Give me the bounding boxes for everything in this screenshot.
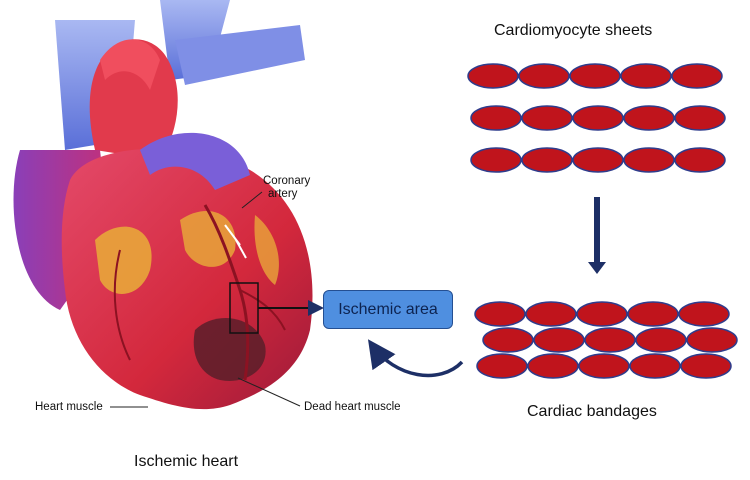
dead-heart-muscle-label: Dead heart muscle bbox=[304, 401, 401, 413]
bandage-cell bbox=[476, 353, 528, 379]
cardiac-bandages bbox=[474, 301, 738, 379]
sheet-cell bbox=[671, 63, 723, 89]
bandage-cell bbox=[686, 327, 738, 353]
heart-title: Ischemic heart bbox=[134, 453, 239, 470]
sheet-cell bbox=[569, 63, 621, 89]
sheets-to-bandages-head bbox=[588, 262, 606, 274]
sheet-cell bbox=[518, 63, 570, 89]
coronary-branch-right bbox=[239, 289, 286, 331]
coronary-label-line2: artery bbox=[268, 188, 298, 200]
bandage-cell bbox=[627, 301, 679, 327]
sheet-cell bbox=[470, 105, 522, 131]
aorta-highlight bbox=[100, 39, 160, 90]
bandage-cell bbox=[584, 327, 636, 353]
fat-deposit-left bbox=[95, 226, 152, 294]
pulmonary-trunk bbox=[140, 132, 250, 190]
fat-deposit-top bbox=[180, 211, 236, 267]
bandage-to-heart-arrow bbox=[367, 339, 464, 378]
cardiomyocyte-sheets bbox=[467, 63, 726, 173]
sheet-cell bbox=[674, 105, 726, 131]
bandage-cell bbox=[533, 327, 585, 353]
bandage-cell bbox=[678, 301, 730, 327]
sheet-cell bbox=[572, 105, 624, 131]
bandage-cell bbox=[482, 327, 534, 353]
bandage-cell bbox=[635, 327, 687, 353]
sheets-title: Cardiomyocyte sheets bbox=[494, 22, 653, 39]
bandage-cell bbox=[576, 301, 628, 327]
sheet-cell bbox=[674, 147, 726, 173]
bandage-cell bbox=[629, 353, 681, 379]
sheet-cell bbox=[572, 147, 624, 173]
bandage-cell bbox=[525, 301, 577, 327]
coronary-branch-left bbox=[113, 249, 131, 361]
bandage-cell bbox=[578, 353, 630, 379]
bandage-cell bbox=[527, 353, 579, 379]
sheet-cell bbox=[467, 63, 519, 89]
sheet-cell bbox=[623, 147, 675, 173]
coronary-leader-line bbox=[241, 191, 263, 209]
ischemic-heart-illustration bbox=[13, 0, 313, 410]
sheet-cell bbox=[521, 147, 573, 173]
ischemic-area-box: Ischemic area bbox=[323, 290, 453, 329]
coronary-label-line1: Coronary bbox=[263, 175, 311, 187]
flow-arrow-2 bbox=[235, 239, 247, 259]
bandage-cell bbox=[474, 301, 526, 327]
bandage-cell bbox=[680, 353, 732, 379]
sheet-cell bbox=[521, 105, 573, 131]
dead-muscle-leader-line bbox=[237, 377, 301, 407]
sheet-cell bbox=[623, 105, 675, 131]
heart-muscle-label: Heart muscle bbox=[35, 401, 103, 413]
sheet-cell bbox=[470, 147, 522, 173]
sheet-cell bbox=[620, 63, 672, 89]
bandages-title: Cardiac bandages bbox=[527, 403, 657, 420]
pulmonary-artery-branch bbox=[175, 25, 305, 85]
fat-deposit-right bbox=[254, 215, 279, 285]
